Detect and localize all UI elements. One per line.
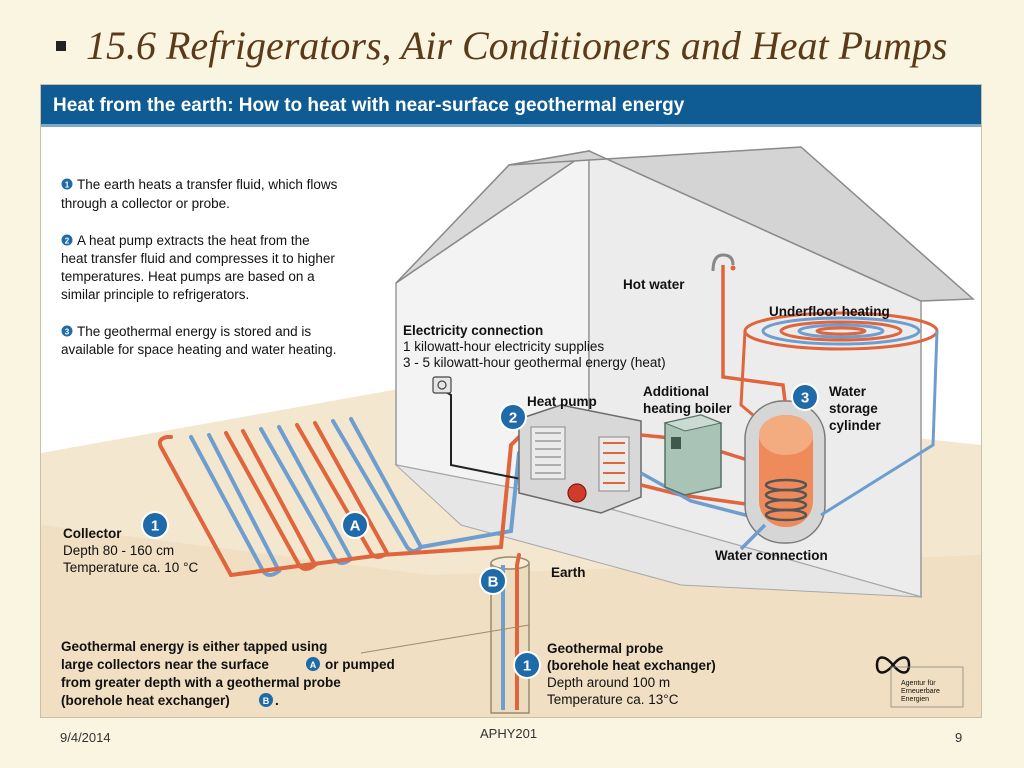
- svg-text:heat transfer fluid and compre: heat transfer fluid and compresses it to…: [61, 251, 335, 266]
- label-collector-title: Collector: [63, 526, 122, 541]
- svg-text:3: 3: [65, 328, 70, 337]
- svg-text:available for space heating an: available for space heating and water he…: [61, 342, 336, 357]
- svg-text:A: A: [350, 518, 361, 535]
- slide-title-text: 15.6 Refrigerators, Air Conditioners and…: [86, 23, 948, 68]
- label-collector-temp: Temperature ca. 10 °C: [63, 560, 198, 575]
- label-water-connection: Water connection: [715, 548, 828, 563]
- page-number: 9: [955, 730, 963, 745]
- agency-logo: Agentur für Erneuerbare Energien: [875, 656, 964, 708]
- label-collector-depth: Depth 80 - 160 cm: [63, 543, 174, 558]
- svg-text:temperatures. Heat pumps are b: temperatures. Heat pumps are based on a: [61, 269, 315, 284]
- svg-text:1: 1: [65, 181, 70, 190]
- caption-line1: Geothermal energy is either tapped using: [61, 639, 327, 654]
- svg-text:1: 1: [523, 658, 531, 675]
- slide-title: 15.6 Refrigerators, Air Conditioners and…: [56, 22, 1006, 78]
- label-probe-depth: Depth around 100 m: [547, 675, 670, 690]
- collector-pipes: [157, 417, 513, 577]
- caption-line4b: .: [275, 693, 279, 708]
- caption-marker-a-icon: [306, 657, 320, 671]
- svg-text:through a collector or probe.: through a collector or probe.: [61, 196, 230, 211]
- svg-text:A: A: [310, 660, 317, 670]
- geothermal-figure: Heat from the earth: How to heat with ne…: [40, 84, 982, 718]
- marker-b-probe: B: [479, 567, 507, 595]
- bullet-icon: [56, 40, 66, 51]
- caption-line4a: (borehole heat exchanger): [61, 693, 230, 708]
- hot-water-line: [711, 253, 787, 402]
- infinity-logo-icon: [875, 656, 911, 674]
- label-hot-water: Hot water: [623, 277, 685, 292]
- marker-2-heat-pump: 2: [499, 403, 527, 431]
- heat-pump-unit: [518, 404, 642, 514]
- footer-date: 9/4/2014: [60, 730, 111, 745]
- water-connection-pipe: [739, 523, 767, 551]
- caption-line2a: large collectors near the surface: [61, 657, 269, 672]
- footer-center: APHY201: [480, 726, 538, 741]
- svg-text:2: 2: [509, 410, 517, 427]
- heating-boiler: [663, 414, 723, 496]
- label-probe-title2: (borehole heat exchanger): [547, 658, 716, 673]
- label-cylinder-line2: storage: [829, 401, 878, 416]
- svg-text:3: 3: [801, 390, 809, 407]
- label-boiler-line2: heating boiler: [643, 401, 732, 416]
- label-cylinder-line3: cylinder: [829, 418, 882, 433]
- power-socket: [432, 376, 452, 394]
- label-cylinder-line1: Water: [829, 384, 867, 399]
- probe-callout-line: [360, 624, 530, 654]
- label-heat-pump: Heat pump: [527, 394, 597, 409]
- label-probe-title1: Geothermal probe: [547, 641, 664, 656]
- compressor: [567, 483, 587, 503]
- caption-marker-b-icon: [259, 693, 273, 707]
- svg-text:The geothermal energy is store: The geothermal energy is stored and is: [77, 324, 311, 339]
- label-probe-temp: Temperature ca. 13°C: [547, 692, 679, 707]
- house-roof: [508, 146, 975, 302]
- svg-text:B: B: [488, 574, 499, 591]
- tap-icon: [730, 265, 736, 271]
- logo-line1: Agentur für: [901, 680, 936, 687]
- svg-text:The earth heats a transfer flu: The earth heats a transfer fluid, which …: [77, 177, 338, 192]
- label-boiler-line1: Additional: [643, 384, 709, 399]
- water-storage-cylinder: [739, 400, 826, 551]
- label-underfloor-heating: Underfloor heating: [769, 304, 890, 319]
- svg-text:1: 1: [151, 518, 159, 535]
- house: [394, 146, 975, 598]
- svg-text:A heat pump extracts the heat: A heat pump extracts the heat from the: [77, 233, 310, 248]
- label-electricity-line2: 3 - 5 kilowatt-hour geothermal energy (h…: [403, 355, 666, 370]
- figure-header: Heat from the earth: How to heat with ne…: [41, 85, 981, 127]
- logo-line2: Erneuerbare: [901, 688, 940, 695]
- logo-line3: Energien: [901, 696, 929, 703]
- marker-3-cylinder: 3: [791, 383, 819, 411]
- label-electricity-line1: 1 kilowatt-hour electricity supplies: [403, 339, 604, 354]
- step-2: 2 A heat pump extracts the heat from the…: [61, 233, 335, 302]
- svg-text:similar principle to refrigera: similar principle to refrigerators.: [61, 287, 249, 302]
- step-3: 3 The geothermal energy is stored and is…: [61, 324, 336, 357]
- geothermal-diagram: 1 The earth heats a transfer fluid, whic…: [41, 146, 981, 717]
- marker-a-collector: A: [341, 511, 369, 539]
- caption-line2b: or pumped: [325, 657, 395, 672]
- caption-line3: from greater depth with a geothermal pro…: [61, 675, 341, 690]
- svg-text:2: 2: [65, 237, 70, 246]
- socket-plug-icon: [437, 380, 447, 390]
- label-earth: Earth: [551, 565, 586, 580]
- underfloor-heating-coil: [739, 311, 939, 517]
- label-electricity-title: Electricity connection: [403, 323, 543, 338]
- marker-1-probe: 1: [513, 651, 541, 679]
- marker-1-collector: 1: [141, 511, 169, 539]
- step-1: 1 The earth heats a transfer fluid, whic…: [61, 177, 338, 211]
- svg-text:B: B: [263, 696, 270, 706]
